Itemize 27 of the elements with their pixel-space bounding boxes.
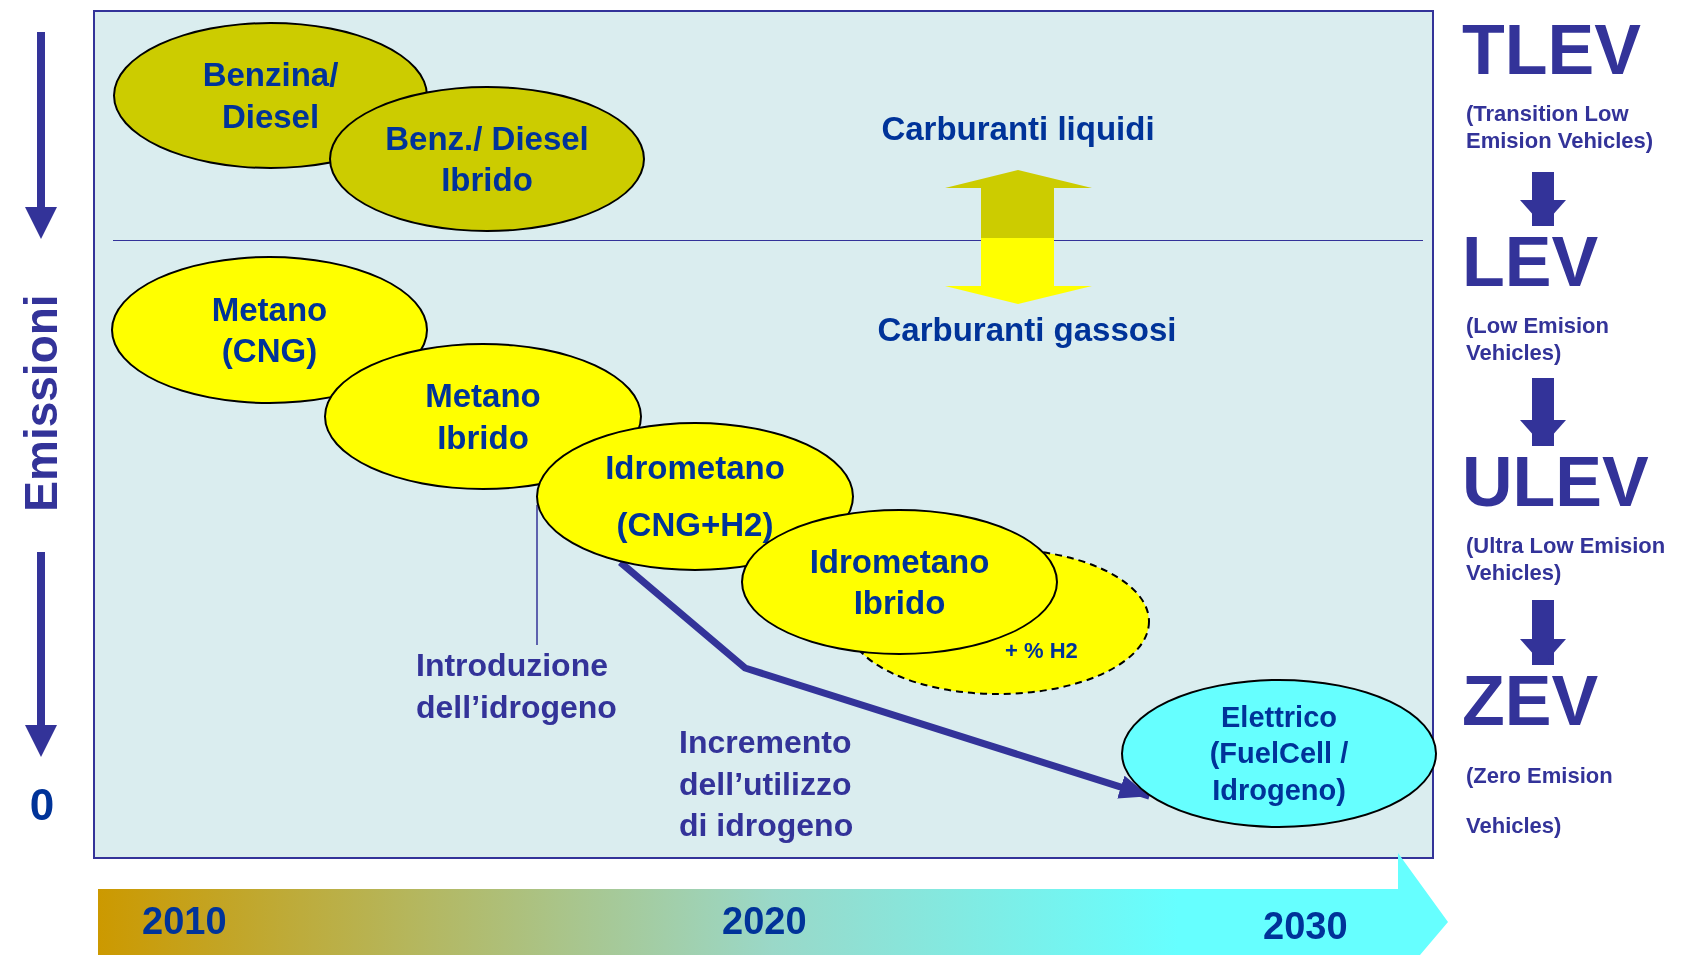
class-description: (Zero Emision Vehicles): [1466, 761, 1614, 841]
edge-label: Incremento dell’utilizzo di idrogeno: [679, 723, 855, 846]
class-heading: ULEV: [1462, 446, 1650, 520]
section-title: Carburanti liquidi: [880, 110, 1156, 148]
node-label: Benz./ Diesel Ibrido: [384, 118, 590, 200]
annotation-text: Introduzione dell’idrogeno: [416, 646, 618, 727]
year-label: 2030: [1263, 905, 1348, 948]
section-title: Carburanti gassosi: [876, 311, 1178, 349]
node-label: Metano (CNG): [210, 289, 329, 371]
year-label: 2010: [142, 900, 227, 943]
year-label: 2020: [722, 900, 807, 943]
node-label: Elettrico (FuelCell / Idrogeno): [1208, 700, 1350, 808]
class-heading: ZEV: [1462, 665, 1600, 739]
class-heading: LEV: [1462, 226, 1600, 300]
axis-label: 0: [28, 780, 56, 830]
node-label: Idrometano Ibrido: [808, 541, 991, 623]
node-label: Idrometano (CNG+H2): [604, 448, 786, 545]
node-label: Metano Ibrido: [424, 376, 542, 458]
block-arrow: [1520, 172, 1566, 226]
class-heading: TLEV: [1462, 14, 1642, 88]
node-label: Benzina/ Diesel: [201, 55, 340, 137]
node-label: + % H2: [1005, 638, 1078, 664]
class-description: (Transition Low Emision Vehicles): [1466, 99, 1655, 155]
class-description: (Ultra Low Emision Vehicles): [1466, 531, 1667, 587]
block-arrow: [1520, 378, 1566, 446]
class-description: (Low Emision Vehicles): [1466, 311, 1610, 367]
block-arrow: [1520, 600, 1566, 665]
